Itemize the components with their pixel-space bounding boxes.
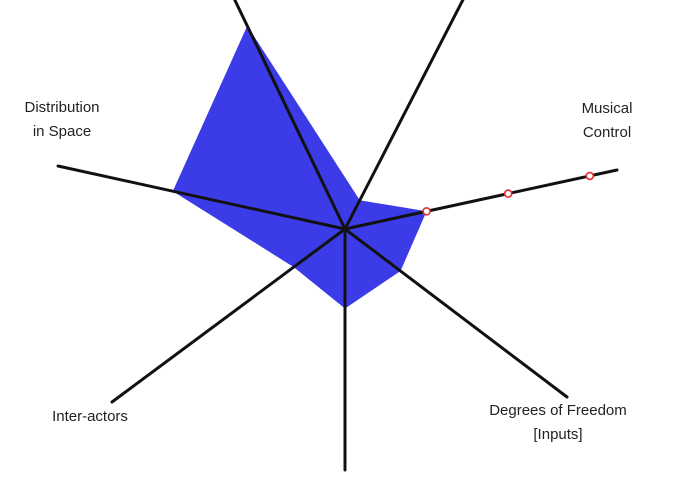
axis-label-4: Degrees of Freedom [Inputs] [489, 402, 627, 443]
axis-label-line: Inter-actors [52, 408, 128, 425]
axis-line-2 [343, 0, 465, 231]
axis-line-1 [233, 0, 347, 231]
axis-label-line: in Space [33, 123, 91, 140]
axis-label-0: Distribution in Space [24, 99, 99, 140]
axis-label-line: Musical [582, 100, 633, 117]
axis-layer [56, 0, 619, 472]
axis-label-6: Inter-actors [52, 408, 128, 425]
axis-label-line: [Inputs] [533, 426, 582, 443]
axis-label-line: Control [583, 124, 631, 141]
axis-line-4 [343, 227, 569, 399]
scale-marker-2 [585, 171, 595, 181]
marker-layer [422, 171, 595, 216]
series-polygon [172, 25, 427, 309]
axis-line-3 [343, 168, 619, 231]
scale-marker-0 [422, 207, 431, 216]
axis-line-6 [110, 227, 347, 404]
polygon-layer [172, 25, 427, 309]
axis-line-0 [56, 164, 347, 231]
axis-label-line: Distribution [24, 99, 99, 116]
axis-label-line: Degrees of Freedom [489, 402, 627, 419]
scale-marker-1 [503, 189, 513, 198]
